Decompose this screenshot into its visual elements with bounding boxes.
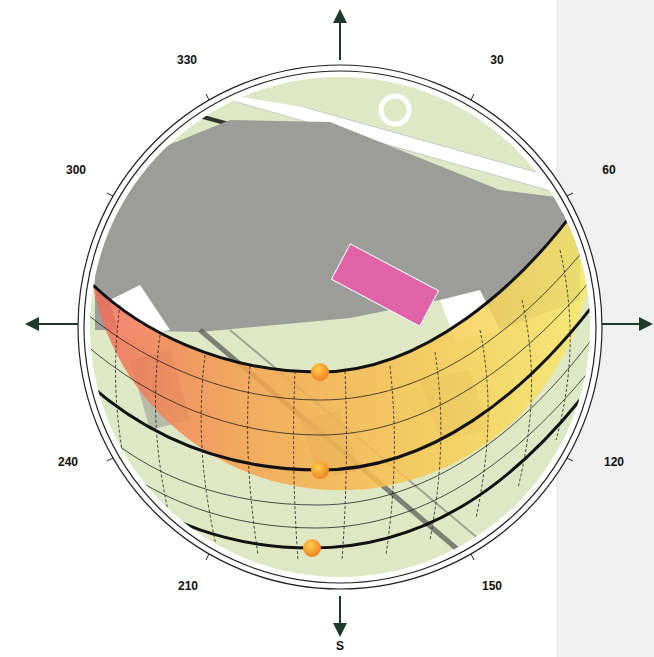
site-map (80, 70, 600, 590)
azimuth-label: 150 (482, 580, 502, 592)
azimuth-label: 240 (58, 456, 78, 468)
azimuth-label: 330 (177, 54, 197, 66)
azimuth-label: 120 (604, 456, 624, 468)
compass-direction: S (336, 640, 344, 652)
azimuth-label: 300 (66, 164, 86, 176)
compass-arrows (32, 16, 646, 630)
azimuth-label: 60 (602, 164, 615, 176)
azimuth-label: 210 (178, 580, 198, 592)
sun-path-band (84, 192, 597, 560)
azimuth-label: 30 (490, 54, 503, 66)
sun-positions (303, 363, 329, 557)
outer-ring (78, 65, 602, 589)
